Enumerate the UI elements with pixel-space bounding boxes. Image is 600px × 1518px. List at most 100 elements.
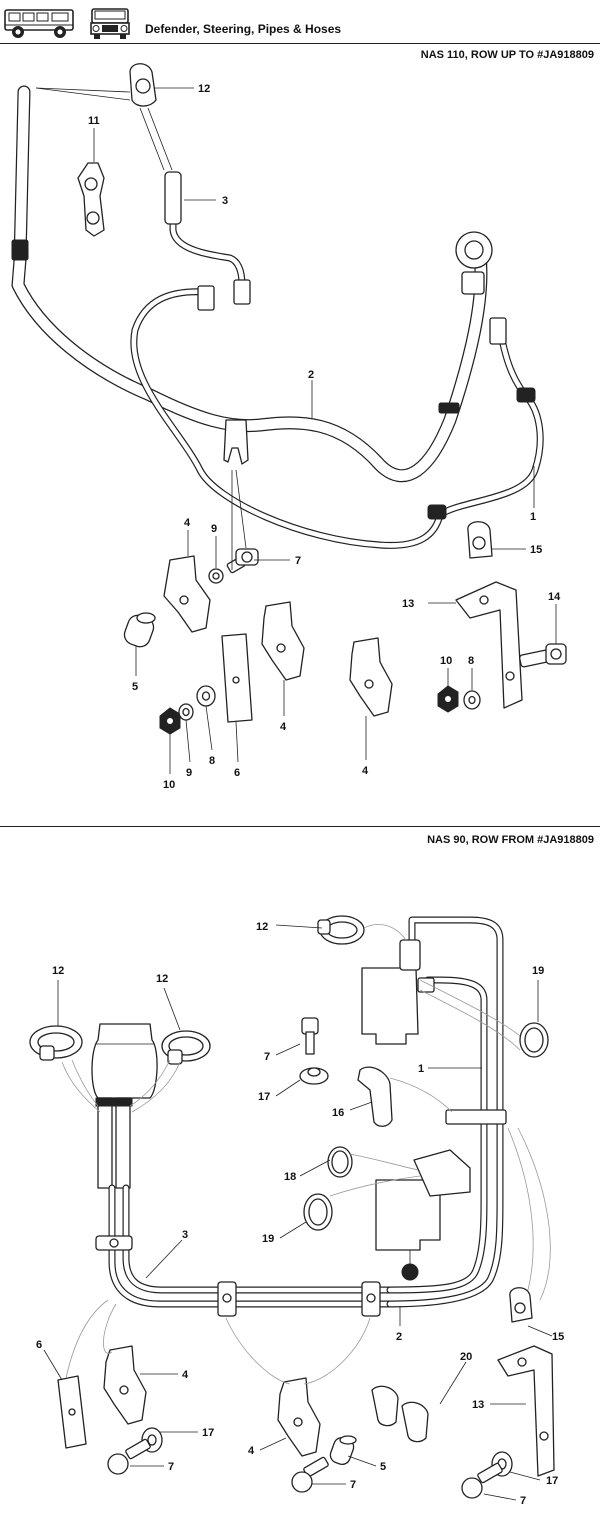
bracket-4 xyxy=(349,637,393,717)
callout-12: 12 xyxy=(52,965,64,977)
banjo-fitting-bore xyxy=(464,240,484,260)
callout-13: 13 xyxy=(472,1399,484,1411)
callout-9: 9 xyxy=(211,523,217,535)
callout-2: 2 xyxy=(308,369,314,381)
clip-15 xyxy=(467,521,493,559)
callout-1: 1 xyxy=(530,511,536,523)
reservoir-hose xyxy=(115,1097,131,1189)
callout-10: 10 xyxy=(440,655,452,667)
hose-clip-12 xyxy=(129,63,157,107)
callout-4: 4 xyxy=(248,1445,255,1457)
spacer-5 xyxy=(329,1435,357,1466)
header-divider xyxy=(0,43,600,44)
washer-8 xyxy=(196,685,216,707)
pipe-clamp xyxy=(223,419,249,465)
page-header: Defender, Steering, Pipes & Hoses xyxy=(0,0,600,44)
callout-4: 4 xyxy=(184,517,191,529)
callout-6: 6 xyxy=(234,767,240,779)
callout-5: 5 xyxy=(132,681,138,693)
callout-3: 3 xyxy=(222,195,228,207)
callout-7: 7 xyxy=(295,555,301,567)
clip-15 xyxy=(509,1287,533,1323)
nut-10 xyxy=(159,707,181,735)
clip-20 xyxy=(371,1385,429,1443)
hose-clamp-12 xyxy=(29,1025,83,1061)
o-ring-18 xyxy=(327,1146,353,1178)
hose-end-3 xyxy=(164,171,182,225)
hose-sleeve xyxy=(11,239,29,261)
callout-7: 7 xyxy=(350,1479,356,1491)
bolt-7 xyxy=(291,1456,329,1493)
bracket-13 xyxy=(455,581,523,709)
callout-19: 19 xyxy=(532,965,544,977)
callout-13: 13 xyxy=(402,598,414,610)
callout-10: 10 xyxy=(163,779,175,791)
defender-front-icon xyxy=(90,8,130,39)
diagram-nas90-steering-hoses: 12 12 12 19 7 1 17 16 18 19 3 2 15 6 4 2… xyxy=(29,915,564,1507)
assembly-guide-lines xyxy=(61,924,551,1385)
hose-clamp-12 xyxy=(161,1030,211,1065)
steering-pump xyxy=(361,939,435,1045)
bolt-7 xyxy=(226,548,259,574)
callout-18: 18 xyxy=(284,1171,296,1183)
callout-1: 1 xyxy=(418,1063,424,1075)
leader-lines xyxy=(35,87,557,774)
page-title: Defender, Steering, Pipes & Hoses xyxy=(145,22,342,36)
callout-7: 7 xyxy=(264,1051,270,1063)
section-2-title: NAS 90, ROW FROM #JA918809 xyxy=(427,834,594,846)
bracket-4 xyxy=(277,1377,321,1457)
washer-9 xyxy=(178,703,194,721)
callout-9: 9 xyxy=(186,767,192,779)
bracket-4 xyxy=(163,555,211,633)
callout-4: 4 xyxy=(280,721,287,733)
defender-station-wagon-side-icon xyxy=(4,9,74,38)
callout-4: 4 xyxy=(362,765,369,777)
hose-end-ferrule xyxy=(461,271,485,295)
callout-3: 3 xyxy=(182,1229,188,1241)
pipe-clip xyxy=(445,1109,507,1125)
callout-17: 17 xyxy=(546,1475,558,1487)
bolt-7 xyxy=(301,1017,319,1055)
callout-4: 4 xyxy=(182,1369,189,1381)
hose-clip-11 xyxy=(77,162,105,237)
pipe-union-nut xyxy=(489,317,507,345)
callout-17: 17 xyxy=(258,1091,270,1103)
fluid-reservoir xyxy=(91,1023,158,1099)
callout-19: 19 xyxy=(262,1233,274,1245)
washer-17 xyxy=(299,1067,329,1085)
diagram-nas110-steering-hoses: 12 11 3 2 1 4 9 7 15 13 14 5 10 8 4 10 9… xyxy=(11,63,567,791)
clip-16 xyxy=(357,1066,393,1127)
callout-15: 15 xyxy=(552,1331,564,1343)
washer-8 xyxy=(463,690,481,710)
hose-clamp-12 xyxy=(317,915,365,945)
o-ring-19 xyxy=(519,1022,549,1058)
callout-5: 5 xyxy=(380,1461,386,1473)
callout-16: 16 xyxy=(332,1107,344,1119)
callout-7: 7 xyxy=(520,1495,526,1507)
reservoir-hose xyxy=(97,1097,113,1189)
pipe-union-nut xyxy=(233,279,251,305)
feed-hose-3 xyxy=(169,176,246,289)
pipe-sleeve xyxy=(427,504,447,520)
callout-12: 12 xyxy=(256,921,268,933)
section-divider xyxy=(0,826,600,827)
hose-sleeve xyxy=(438,402,460,414)
bracket-4 xyxy=(103,1345,147,1425)
o-ring-19 xyxy=(303,1193,333,1231)
hose-sleeve xyxy=(95,1097,133,1107)
leader-lines xyxy=(43,924,553,1501)
callout-8: 8 xyxy=(209,755,215,767)
pipe-sleeve xyxy=(516,387,536,403)
section-1-title: NAS 110, ROW UP TO #JA918809 xyxy=(420,49,594,61)
callout-2: 2 xyxy=(396,1331,402,1343)
bolt-7 xyxy=(461,1462,503,1499)
callout-8: 8 xyxy=(468,655,474,667)
callout-12: 12 xyxy=(156,973,168,985)
callout-6: 6 xyxy=(36,1339,42,1351)
callout-7: 7 xyxy=(168,1461,174,1473)
callout-14: 14 xyxy=(548,591,561,603)
bracket-4 xyxy=(261,601,305,681)
callout-20: 20 xyxy=(460,1351,472,1363)
bolt-14 xyxy=(519,643,567,668)
callout-17: 17 xyxy=(202,1427,214,1439)
